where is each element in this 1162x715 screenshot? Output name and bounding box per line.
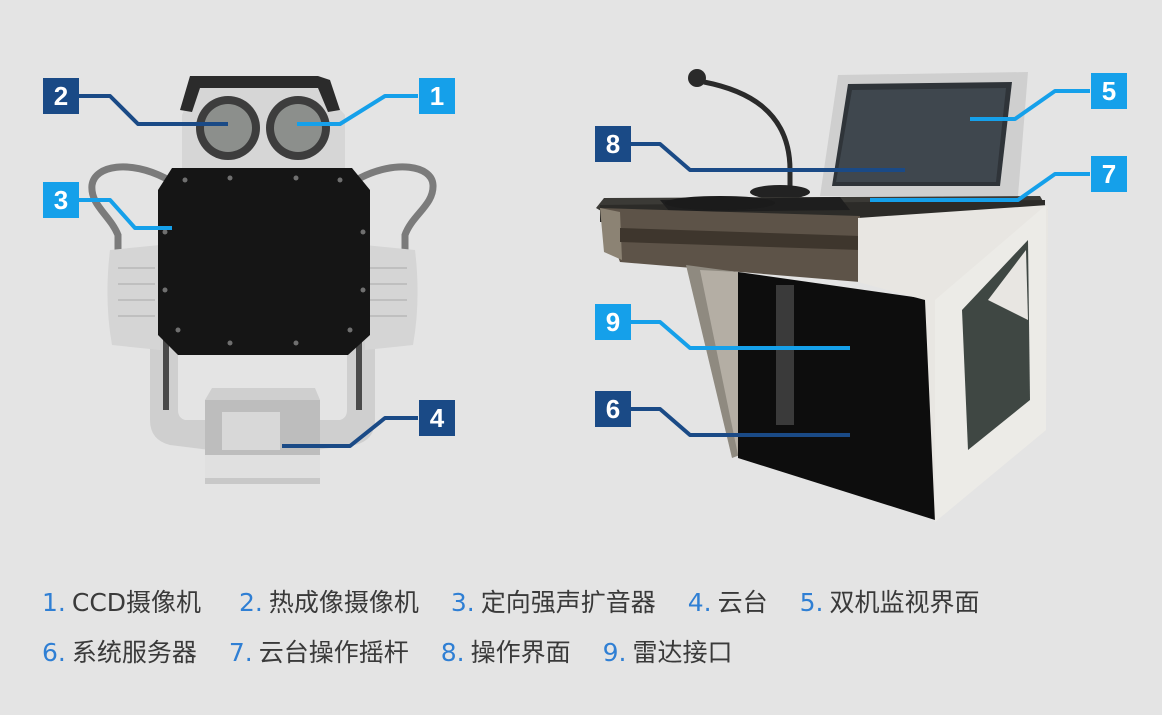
callout-badge-5: 5 (1091, 73, 1127, 109)
control-console-device (596, 69, 1048, 522)
legend-item-thermal-camera: 2.热成像摄像机 (239, 588, 419, 617)
legend-item-pan-tilt: 4.云台 (687, 588, 768, 617)
legend-row-2: 6.系统服务器 7.云台操作摇杆 8.操作界面 9.雷达接口 (42, 634, 733, 668)
camera-speaker-device (88, 76, 437, 484)
legend-item-radar-interface: 9.雷达接口 (602, 638, 733, 667)
callout-badge-6: 6 (595, 391, 631, 427)
callout-badge-9: 9 (595, 304, 631, 340)
callout-badge-3: 3 (43, 182, 79, 218)
callout-badge-1: 1 (419, 78, 455, 114)
callout-badge-2: 2 (43, 78, 79, 114)
legend-item-dual-monitor: 5.双机监视界面 (799, 588, 980, 617)
leader-line-9 (630, 320, 850, 350)
callout-badge-4: 4 (419, 400, 455, 436)
leader-line-2 (78, 94, 228, 126)
legend-item-operation-interface: 8.操作界面 (440, 638, 571, 667)
legend-item-directional-speaker: 3.定向强声扩音器 (450, 588, 656, 617)
leader-line-5 (970, 89, 1090, 121)
leader-line-3 (78, 198, 172, 230)
legend-item-pan-tilt-joystick: 7.云台操作摇杆 (228, 638, 409, 667)
legend-item-system-server: 6.系统服务器 (42, 638, 197, 667)
leader-line-8 (630, 142, 905, 172)
leader-line-7 (870, 172, 1090, 202)
leader-line-1 (297, 94, 418, 126)
leader-line-4 (282, 416, 418, 448)
legend-item-ccd-camera: 1.CCD摄像机 (42, 588, 202, 617)
callout-badge-8: 8 (595, 126, 631, 162)
callout-badge-7: 7 (1091, 156, 1127, 192)
leader-line-6 (630, 407, 850, 437)
legend-row-1: 1.CCD摄像机 2.热成像摄像机 3.定向强声扩音器 4.云台 5.双机监视界… (42, 584, 980, 618)
